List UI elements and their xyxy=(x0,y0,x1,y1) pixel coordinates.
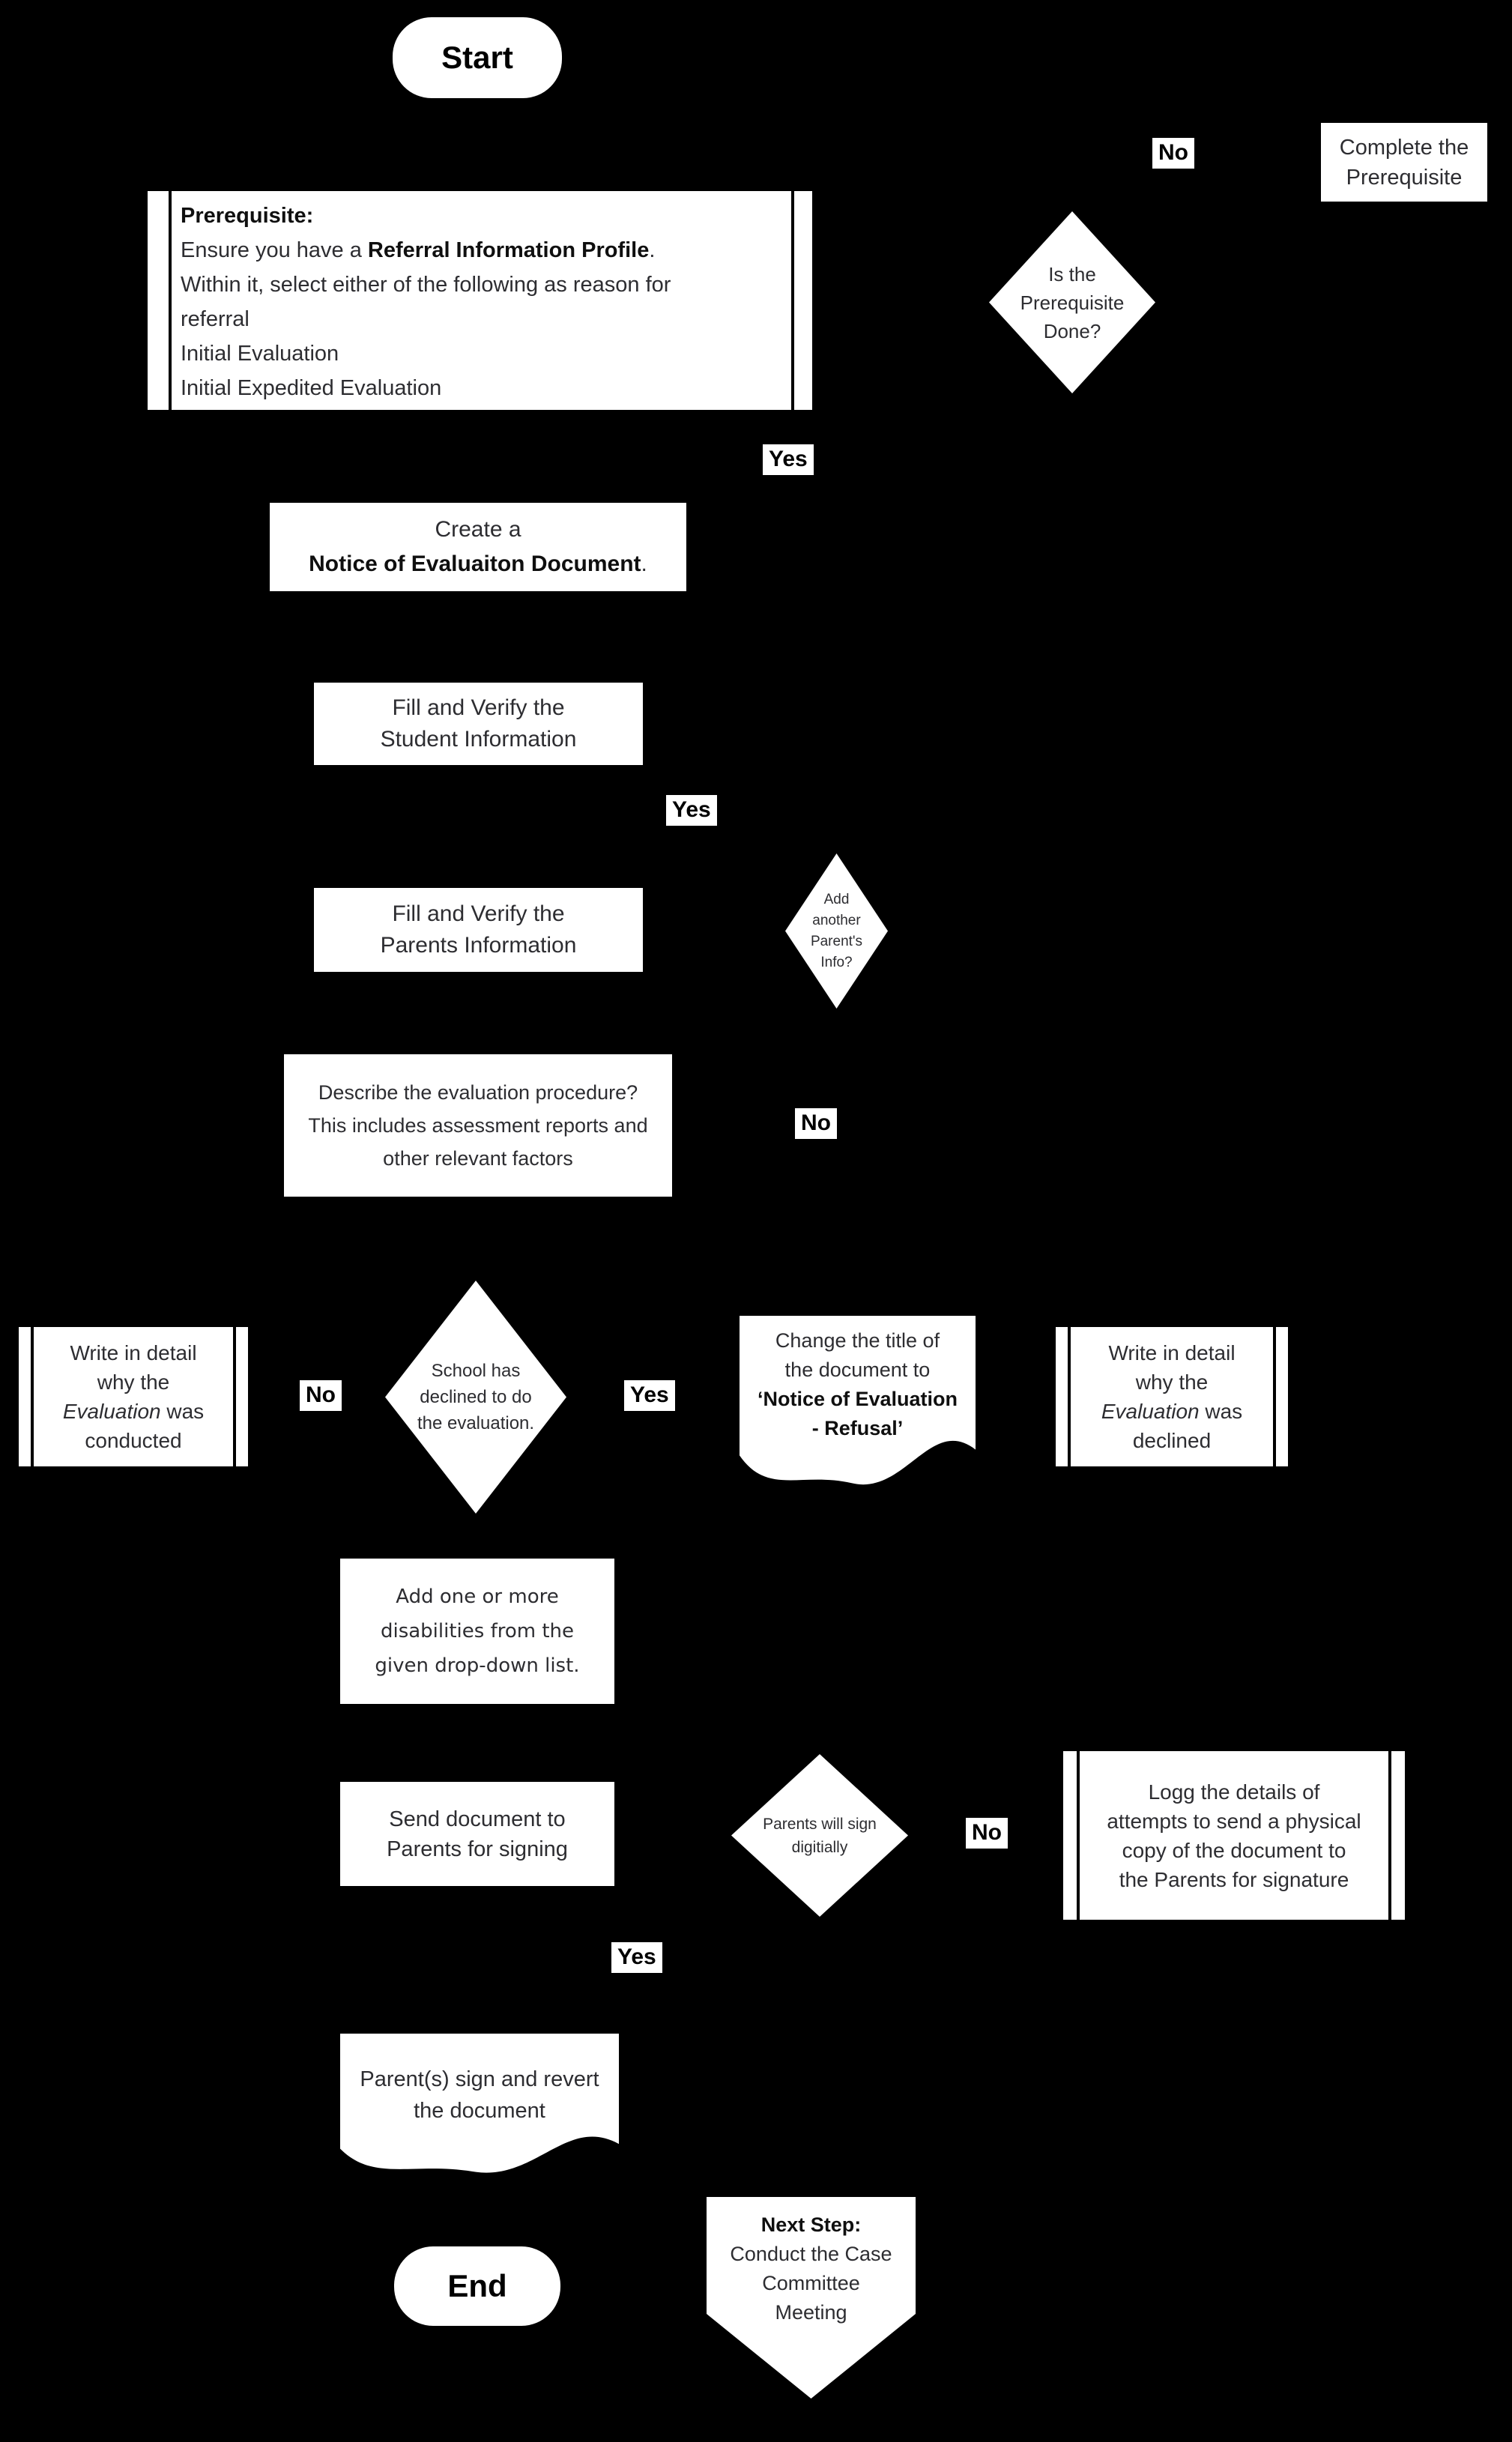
text-line: Write in detail xyxy=(1108,1341,1236,1364)
text-line: Is the xyxy=(1048,262,1096,285)
text-line: why the xyxy=(97,1370,170,1394)
text-line: Evaluation was xyxy=(62,1400,205,1423)
edge-label-yes-add-parent: Yes xyxy=(666,795,717,826)
text-line: ‘Notice of Evaluation xyxy=(757,1388,958,1410)
text-line: why the xyxy=(1135,1370,1209,1394)
edge-label-no-describe: No xyxy=(795,1108,837,1139)
terminator-end: End xyxy=(394,2246,560,2326)
predefined-right-bar xyxy=(791,191,794,410)
text-line: Add xyxy=(823,891,850,907)
text-line: the evaluation. xyxy=(417,1413,535,1433)
text-line: Create a xyxy=(435,517,521,542)
text-line: another xyxy=(812,912,861,928)
text-line: Committee xyxy=(762,2272,860,2294)
text-line: Add one or more xyxy=(396,1586,559,1608)
prerequisite-select-line: Within it, select either of the followin… xyxy=(181,273,671,297)
prerequisite-option-2: Initial Expedited Evaluation xyxy=(181,376,442,400)
decision-school-declined: School has declined to do the evaluation… xyxy=(385,1281,566,1514)
text-line: Evaluation was xyxy=(1101,1400,1243,1423)
predefined-process-log-send-attempts: Logg the details of attempts to send a p… xyxy=(1063,1751,1405,1920)
edge-label-yes-declined: Yes xyxy=(624,1380,675,1411)
prerequisite-title: Prerequisite: xyxy=(181,204,314,228)
process-fill-student-information: Fill and Verify the Student Information xyxy=(314,683,643,765)
text-line: School has xyxy=(431,1361,521,1381)
text-line: Done? xyxy=(1043,319,1101,342)
end-label: End xyxy=(447,2268,507,2303)
text-line: Parents Information xyxy=(380,933,577,958)
text-line: other relevant factors xyxy=(383,1147,573,1170)
predefined-left-bar xyxy=(31,1327,34,1466)
decision-add-another-parent: Add another Parent's Info? xyxy=(785,853,888,1009)
predefined-left-bar xyxy=(169,191,172,410)
start-label: Start xyxy=(441,40,513,75)
text-line: attempts to send a physical xyxy=(1107,1809,1361,1833)
text-line: copy of the document to xyxy=(1122,1838,1346,1862)
process-describe-evaluation-procedure: Describe the evaluation procedure? This … xyxy=(284,1054,672,1197)
document-parents-sign-revert: Parent(s) sign and revert the document xyxy=(340,2034,619,2177)
text-line: declined xyxy=(1132,1429,1212,1452)
decision-parents-sign-digitally: Parents will sign digitially xyxy=(731,1754,908,1917)
edge-label-yes-prerequisite: Yes xyxy=(763,444,814,475)
text-line: Conduct the Case xyxy=(730,2243,892,2265)
decision-prerequisite-done: Is the Prerequisite Done? xyxy=(989,211,1155,393)
text-line: Prerequisite xyxy=(1020,291,1125,314)
edge-label-no-prerequisite: No xyxy=(1152,138,1194,169)
process-send-document-to-parents: Send document to Parents for signing xyxy=(340,1782,614,1886)
text-line: Complete the xyxy=(1339,135,1469,160)
offpage-connector-next-step: Next Step: Conduct the Case Committee Me… xyxy=(707,2197,916,2399)
predefined-process-write-evaluation-conducted: Write in detail why the Evaluation was c… xyxy=(19,1327,248,1466)
text-line: Info? xyxy=(820,954,853,970)
text-line: Prerequisite xyxy=(1346,165,1463,190)
text-line: Fill and Verify the xyxy=(392,901,565,926)
text-line: given drop-down list. xyxy=(375,1654,580,1677)
text-line: Send document to xyxy=(389,1807,566,1831)
text-line: declined to do xyxy=(420,1387,532,1407)
predefined-right-bar xyxy=(1273,1327,1276,1466)
text-line: Change the title of xyxy=(775,1329,940,1352)
text-line: the Parents for signature xyxy=(1119,1867,1349,1891)
text-line: the document xyxy=(414,2099,545,2123)
edge-label-no-declined: No xyxy=(300,1380,342,1411)
text-line: Notice of Evaluaiton Document. xyxy=(309,551,647,576)
text-line: disabilities from the xyxy=(380,1620,575,1642)
text-line: Fill and Verify the xyxy=(392,695,565,720)
prerequisite-intro: Ensure you have a Referral Information P… xyxy=(181,238,656,262)
text-line: Parent(s) sign and revert xyxy=(360,2067,599,2091)
edge-label-no-sign: No xyxy=(966,1818,1008,1849)
process-create-notice-document: Create a Notice of Evaluaiton Document. xyxy=(270,503,686,591)
text-line: Describe the evaluation procedure? xyxy=(318,1081,638,1104)
process-add-disabilities: Add one or more disabilities from the gi… xyxy=(340,1559,614,1704)
prerequisite-option-1: Initial Evaluation xyxy=(181,342,339,366)
text-line: - Refusal’ xyxy=(811,1417,904,1439)
text-line: digitially xyxy=(791,1838,848,1856)
document-shape-outline xyxy=(340,2034,619,2173)
text-line: Parents for signing xyxy=(387,1837,568,1861)
text-line: Meeting xyxy=(775,2301,847,2324)
text-line: Write in detail xyxy=(70,1341,197,1364)
predefined-process-prerequisite: Prerequisite: Ensure you have a Referral… xyxy=(148,191,812,410)
text-line: conducted xyxy=(85,1429,182,1452)
text-line: Logg the details of xyxy=(1148,1780,1320,1804)
predefined-process-write-evaluation-declined: Write in detail why the Evaluation was d… xyxy=(1056,1327,1288,1466)
terminator-start: Start xyxy=(393,17,562,98)
document-change-title-refusal: Change the title of the document to ‘Not… xyxy=(740,1316,976,1490)
text-line: Parents will sign xyxy=(763,1815,877,1833)
text-line: Next Step: xyxy=(760,2213,862,2236)
document-shape-outline xyxy=(740,1316,976,1485)
predefined-right-bar xyxy=(233,1327,236,1466)
predefined-left-bar xyxy=(1068,1327,1071,1466)
text-line: the document to xyxy=(784,1358,931,1381)
process-complete-prerequisite: Complete the Prerequisite xyxy=(1321,123,1487,202)
text-line: Parent's xyxy=(810,933,863,949)
predefined-left-bar xyxy=(1077,1751,1080,1920)
text-line: This includes assessment reports and xyxy=(308,1114,648,1137)
prerequisite-select-line2: referral xyxy=(181,307,250,331)
process-fill-parents-information: Fill and Verify the Parents Information xyxy=(314,888,643,972)
text-line: Student Information xyxy=(380,727,577,752)
predefined-right-bar xyxy=(1388,1751,1391,1920)
edge-label-yes-sign: Yes xyxy=(611,1942,662,1973)
